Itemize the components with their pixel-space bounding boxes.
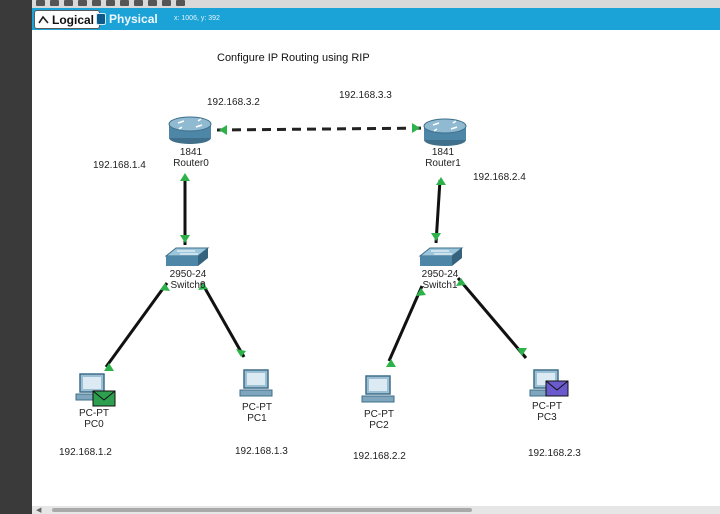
tool-icon[interactable] — [134, 0, 143, 6]
pc3-type: PC-PT — [532, 401, 562, 412]
pc2-name: PC2 — [369, 420, 389, 431]
router1-icon[interactable] — [423, 118, 467, 146]
topology-links — [75, 116, 569, 407]
tool-icon[interactable] — [50, 0, 59, 6]
tab-logical[interactable]: Logical — [34, 10, 101, 29]
tool-icon[interactable] — [64, 0, 73, 6]
pc2-label: PC-PT PC2 — [364, 409, 394, 431]
switch0-icon[interactable] — [164, 247, 210, 266]
router1-label: 1841 Router1 — [425, 147, 461, 169]
router0-serial-ip[interactable]: 192.168.3.2 — [207, 97, 260, 108]
pc3-label: PC-PT PC3 — [532, 401, 562, 423]
logical-workspace-canvas[interactable]: Configure IP Routing using RIP 192.168.3… — [32, 30, 720, 506]
pdu-envelope-icon[interactable] — [92, 390, 116, 407]
workspace-tab-bar: Logical Physical x: 1006, y: 392 — [32, 8, 720, 30]
switch1-icon[interactable] — [418, 247, 464, 266]
tab-physical[interactable]: Physical — [96, 10, 158, 27]
pc0-label: PC-PT PC0 — [79, 408, 109, 430]
router1-lan-ip[interactable]: 192.168.2.4 — [473, 172, 526, 183]
router0-name: Router0 — [173, 158, 209, 169]
tool-icon[interactable] — [36, 0, 45, 6]
pc1-type: PC-PT — [242, 402, 272, 413]
switch1-model: 2950-24 — [421, 269, 459, 280]
scroll-left-icon[interactable]: ◀ — [36, 507, 42, 514]
pc3-ip[interactable]: 192.168.2.3 — [528, 448, 581, 459]
switch1-name: Switch1 — [422, 280, 458, 291]
cursor-coordinates: x: 1006, y: 392 — [174, 15, 220, 22]
switch0-model: 2950-24 — [169, 269, 207, 280]
tab-physical-label: Physical — [109, 11, 158, 26]
link-router1-switch1[interactable] — [434, 179, 442, 244]
switch0-name: Switch0 — [170, 280, 206, 291]
router1-name: Router1 — [425, 158, 461, 169]
link-switch0-pc1[interactable] — [200, 282, 246, 358]
pc0-type: PC-PT — [79, 408, 109, 419]
link-switch1-pc2[interactable] — [387, 285, 424, 362]
switch0-label: 2950-24 Switch0 — [170, 269, 207, 291]
serial-link[interactable] — [216, 126, 433, 132]
horizontal-scrollbar[interactable]: ◀ — [32, 506, 720, 514]
left-panel-edge — [0, 0, 32, 514]
router0-model: 1841 — [179, 147, 203, 158]
pc1-name: PC1 — [247, 413, 267, 424]
pc0-ip[interactable]: 192.168.1.2 — [59, 447, 112, 458]
tool-icon[interactable] — [148, 0, 157, 6]
router1-model: 1841 — [431, 147, 455, 158]
logical-icon — [38, 15, 49, 24]
pc2-type: PC-PT — [364, 409, 394, 420]
tool-icon[interactable] — [78, 0, 87, 6]
link-status-indicators — [104, 123, 527, 371]
pc1-ip[interactable]: 192.168.1.3 — [235, 446, 288, 457]
tool-icon[interactable] — [92, 0, 101, 6]
tool-icon[interactable] — [120, 0, 129, 6]
link-switch1-pc3[interactable] — [456, 277, 528, 359]
pc1-label: PC-PT PC1 — [242, 402, 272, 424]
router0-lan-ip[interactable]: 192.168.1.4 — [93, 160, 146, 171]
tab-logical-label: Logical — [52, 12, 95, 27]
switch1-label: 2950-24 Switch1 — [422, 269, 459, 291]
tool-icon[interactable] — [176, 0, 185, 6]
pc0-name: PC0 — [84, 419, 104, 430]
pc0-icon[interactable] — [75, 373, 109, 401]
pdu-envelope-icon[interactable] — [545, 380, 569, 397]
link-switch0-pc0[interactable] — [104, 282, 169, 368]
router0-label: 1841 Router0 — [173, 147, 209, 169]
scrollbar-thumb[interactable] — [52, 508, 472, 512]
pc2-icon[interactable] — [361, 375, 395, 403]
router1-serial-ip[interactable]: 192.168.3.3 — [339, 90, 392, 101]
physical-icon — [96, 12, 106, 25]
tool-icon[interactable] — [162, 0, 171, 6]
pc2-ip[interactable]: 192.168.2.2 — [353, 451, 406, 462]
pc1-icon[interactable] — [239, 369, 273, 397]
canvas-title: Configure IP Routing using RIP — [217, 52, 370, 64]
pc3-name: PC3 — [537, 412, 557, 423]
tool-icon[interactable] — [106, 0, 115, 6]
router0-icon[interactable] — [168, 116, 212, 144]
